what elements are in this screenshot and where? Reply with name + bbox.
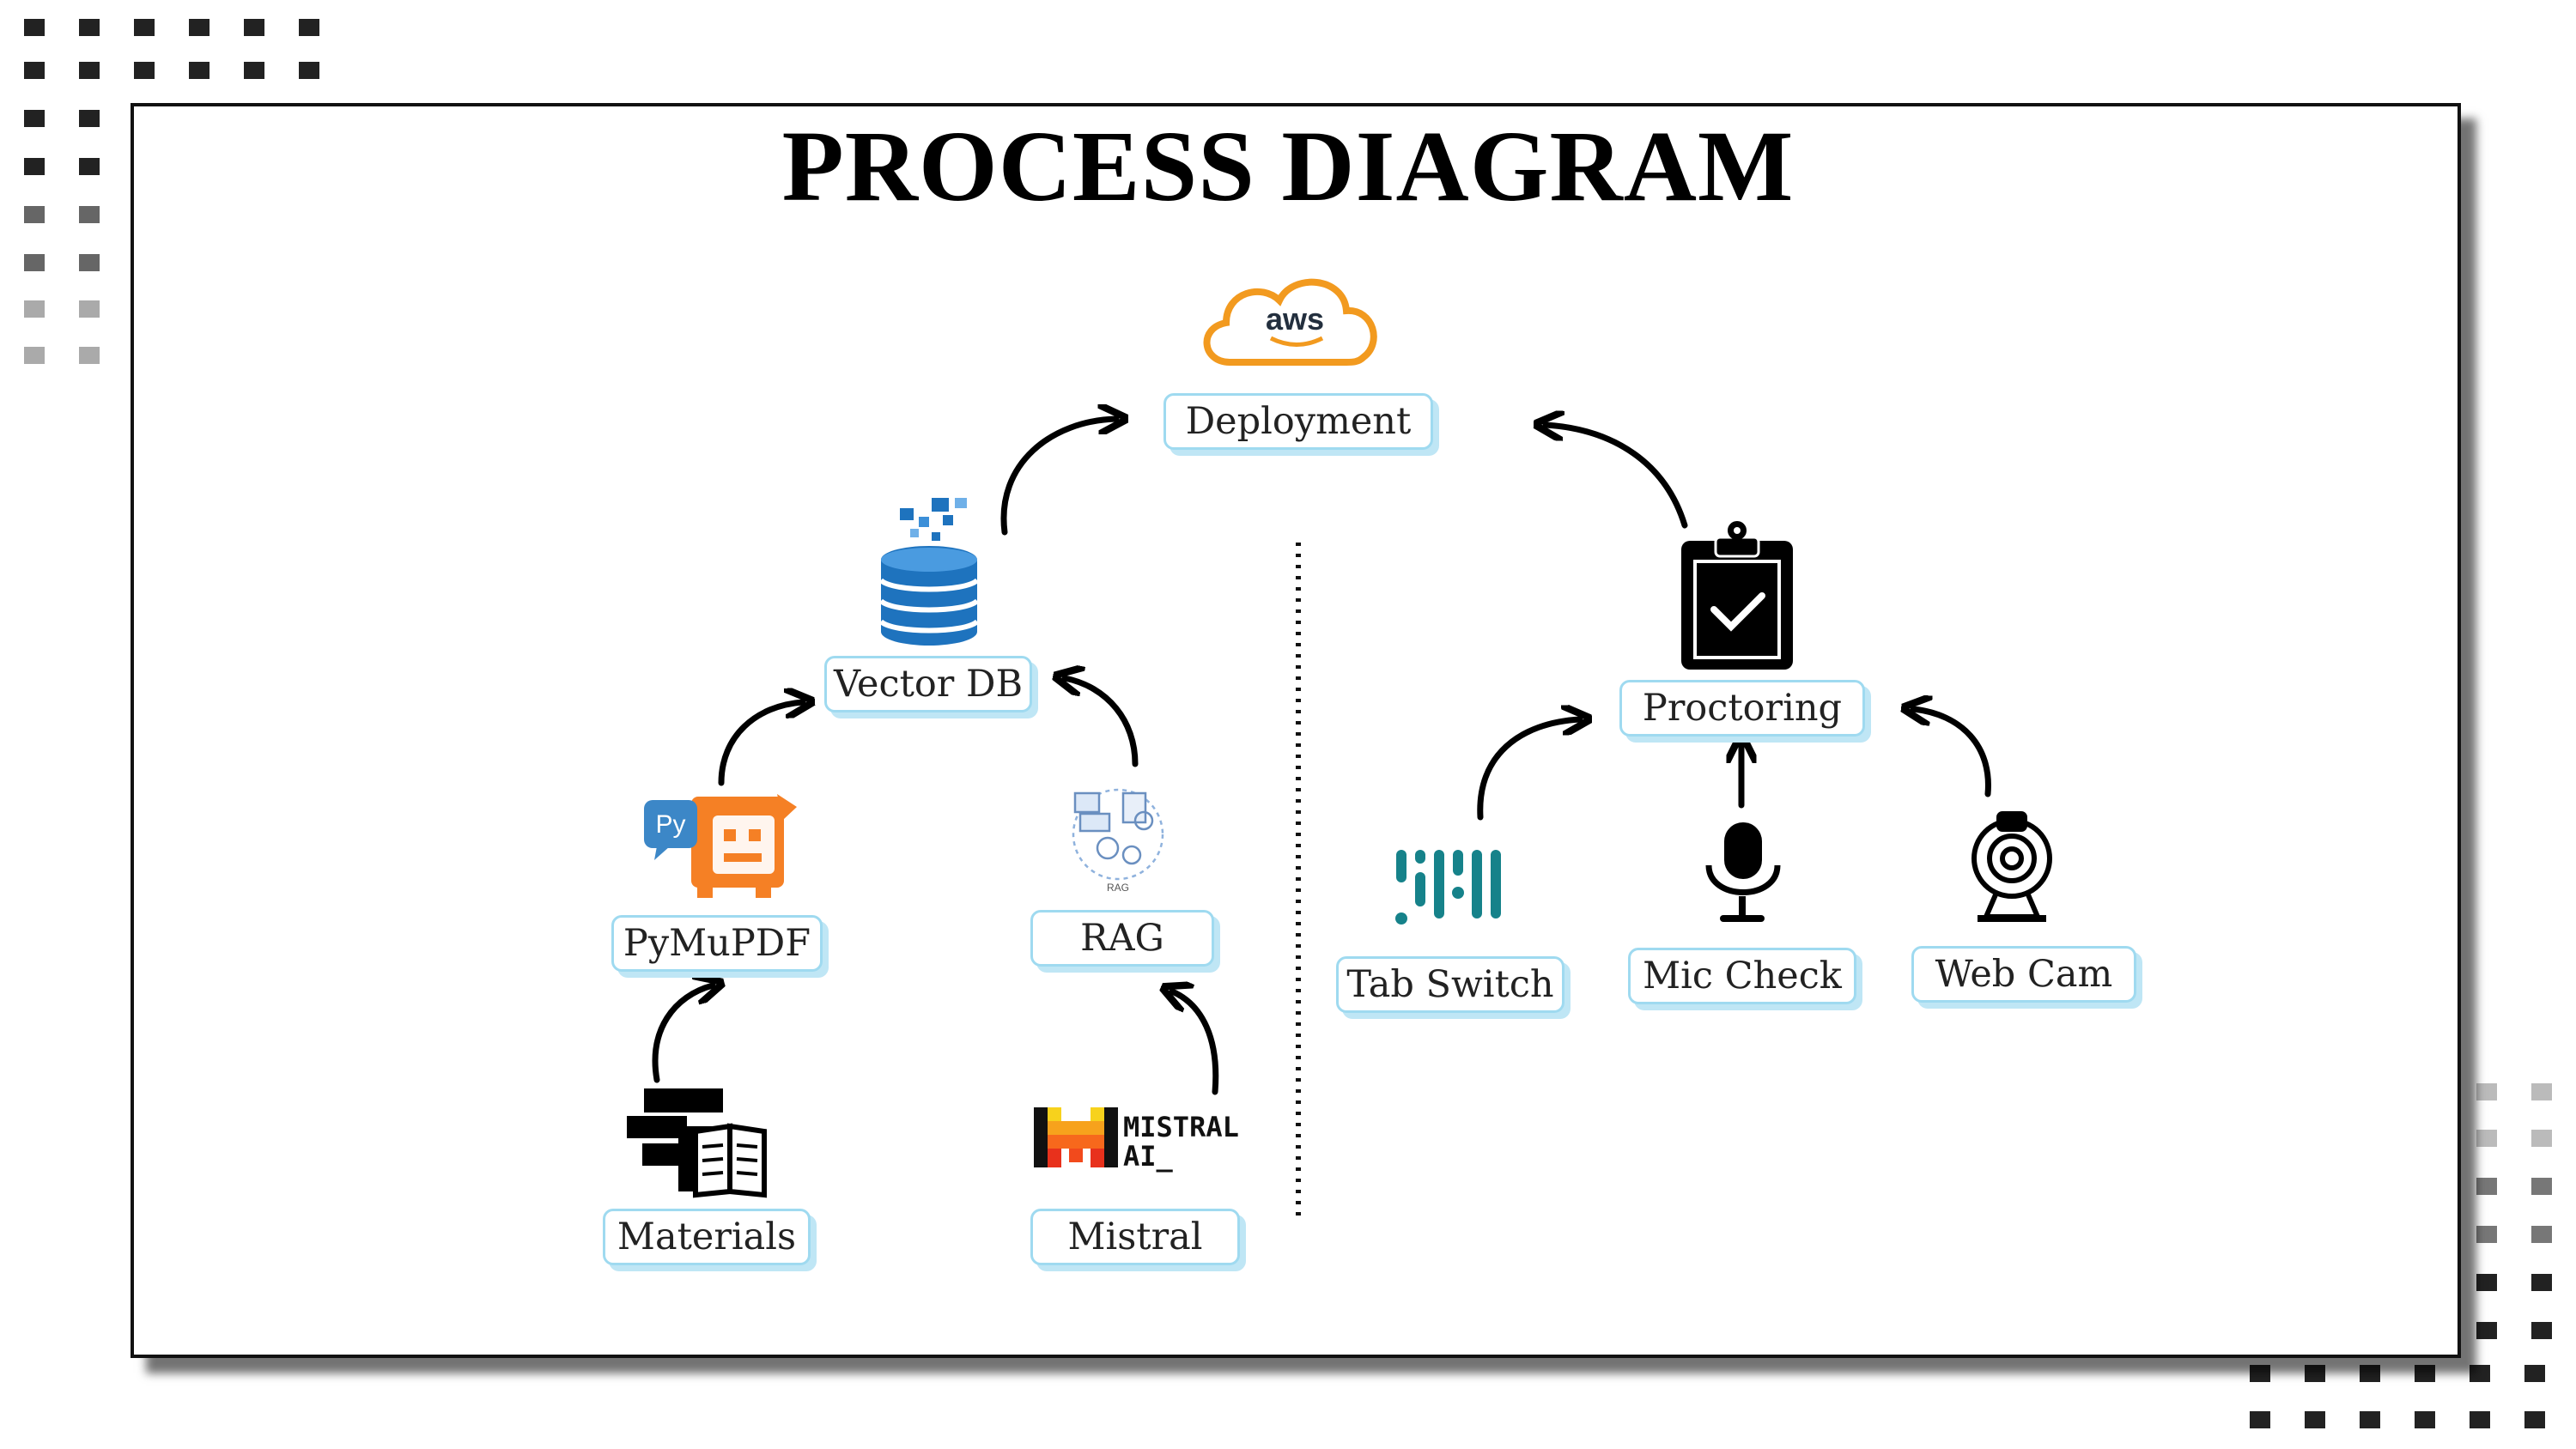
node-vector-db: Vector DB	[824, 656, 1032, 712]
clipboard-check-icon	[1681, 521, 1793, 670]
arrow-webcam-to-proctoring	[1913, 709, 1991, 797]
arrow-pymupdf-to-vectordb	[718, 702, 803, 786]
microphone-icon	[1705, 822, 1781, 922]
rag-icon: RAG	[1072, 788, 1164, 894]
webcam-icon	[1971, 811, 2052, 922]
diagram-title: PROCESS DIAGRAM	[781, 110, 1795, 222]
pymupdf-icon: Py	[644, 794, 797, 898]
node-pymupdf: PyMuPDF	[611, 915, 823, 972]
mistral-logo-line1: MISTRAL	[1123, 1111, 1239, 1143]
node-proctoring: Proctoring	[1619, 680, 1865, 737]
node-deployment: Deployment	[1163, 393, 1433, 450]
arrow-vectordb-to-deployment	[1000, 419, 1116, 536]
py-logo-text: Py	[655, 810, 685, 839]
database-icon	[878, 498, 980, 646]
node-mic-check: Mic Check	[1628, 948, 1856, 1004]
arrow-tabswitch-to-proctoring	[1477, 719, 1580, 821]
mistral-logo-icon: MISTRAL AI_	[1034, 1107, 1239, 1173]
arrow-proctoring-to-deployment	[1546, 425, 1688, 529]
node-mistral: Mistral	[1030, 1209, 1240, 1265]
arrow-rag-to-vectordb	[1065, 678, 1139, 767]
node-materials: Materials	[603, 1209, 811, 1265]
tab-switch-icon	[1395, 850, 1501, 925]
mistral-logo-line2: AI_	[1123, 1140, 1174, 1173]
node-web-cam: Web Cam	[1911, 946, 2136, 1003]
arrow-materials-to-pymupdf	[652, 985, 713, 1083]
node-tab-switch: Tab Switch	[1336, 956, 1564, 1013]
node-rag: RAG	[1030, 910, 1214, 967]
books-icon	[627, 1088, 767, 1198]
arrow-mistral-to-rag	[1172, 991, 1219, 1095]
aws-icon: aws	[1203, 278, 1377, 366]
aws-logo-text: aws	[1266, 301, 1324, 336]
rag-logo-text: RAG	[1107, 882, 1129, 894]
